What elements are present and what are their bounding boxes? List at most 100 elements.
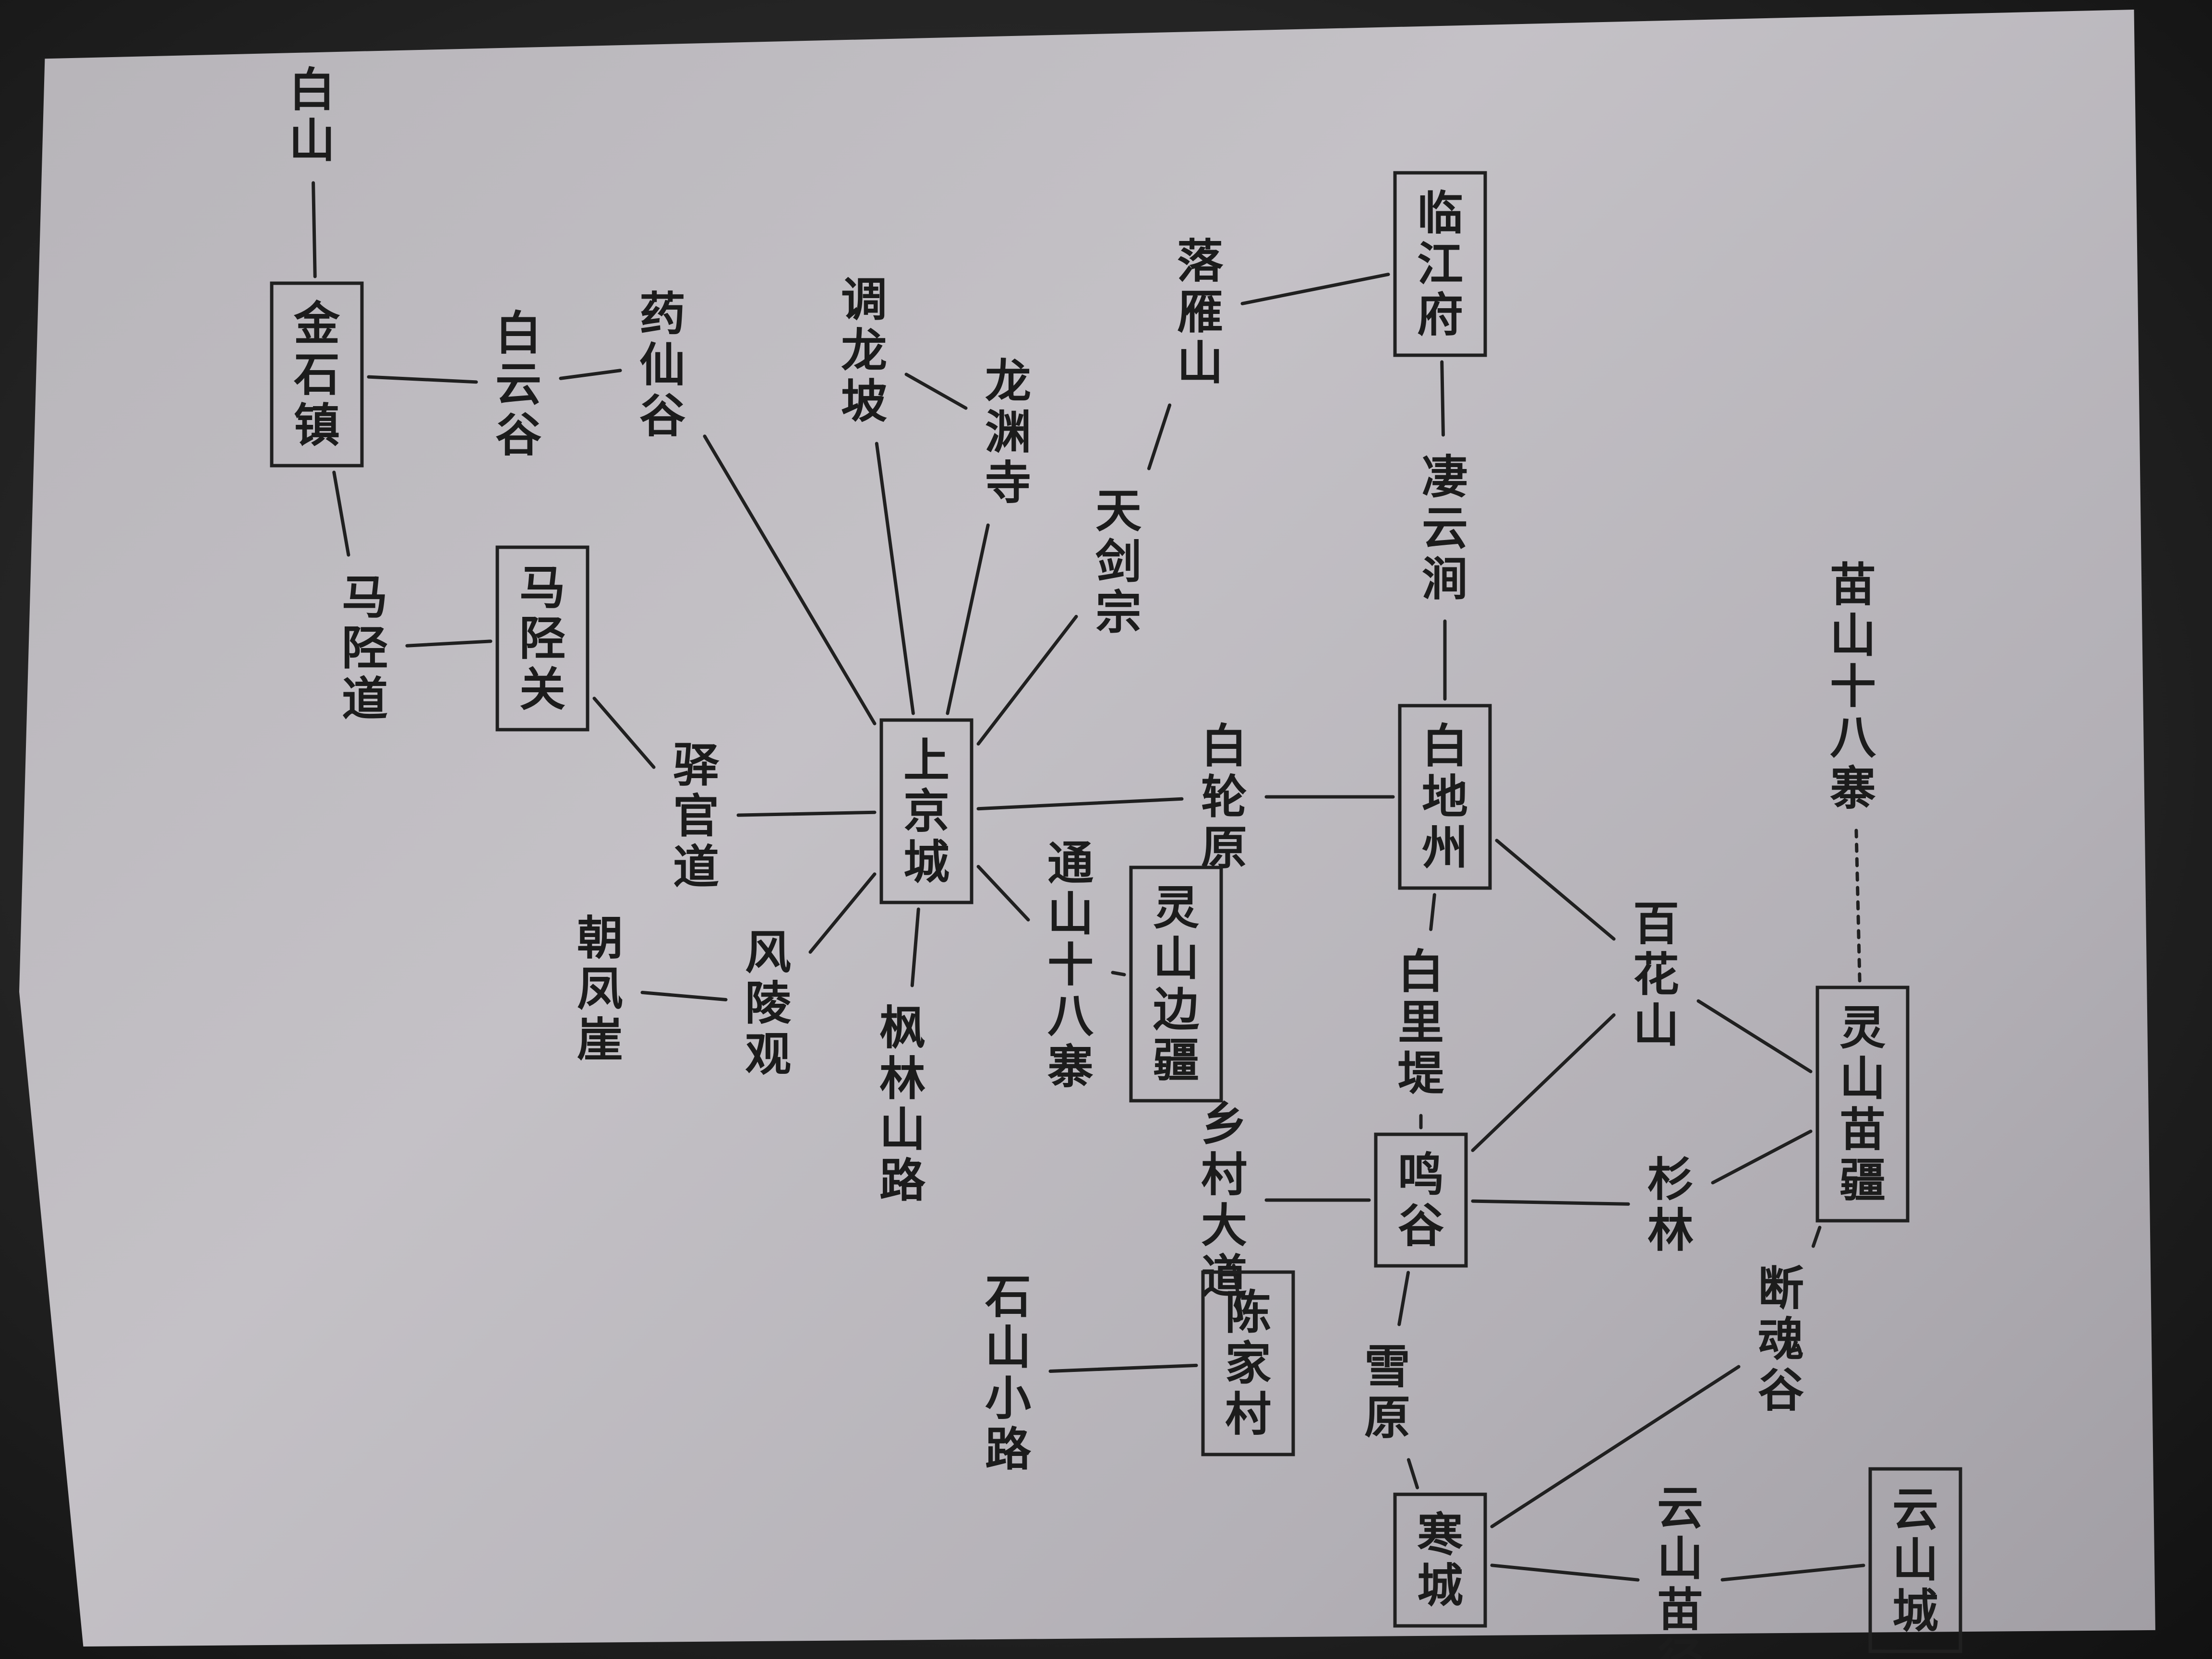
node-label-fenglinguan: 风陵观 bbox=[745, 926, 791, 1082]
node-lingshanmiaojiang: 灵山苗疆 bbox=[1815, 986, 1910, 1223]
edge-baiyungu-yaoxiangu bbox=[559, 369, 622, 380]
node-duanhungu: 断魂谷 bbox=[1758, 1262, 1804, 1418]
edge-baihuashan-lingshanmiaojiang bbox=[1696, 999, 1813, 1073]
node-baishan: 白山 bbox=[289, 63, 335, 168]
paper-sheet bbox=[19, 10, 2155, 1647]
edge-chenjiacun-shishanxiaolu bbox=[1048, 1363, 1198, 1373]
nodes-layer: 金石镇 白山白云谷 药仙谷马陉道 马陉关驿官道 上京城 调龙坡龙渊寺天剑宗 落雁山 临江府凄云… bbox=[270, 63, 1962, 1659]
node-label-duanhungu: 断魂谷 bbox=[1758, 1262, 1804, 1418]
edge-yaoxiangu-shangjingcheng bbox=[703, 434, 877, 725]
node-shanlin: 杉林 bbox=[1647, 1153, 1694, 1258]
edge-shangjingcheng-tianjianzong bbox=[976, 614, 1078, 746]
node-label-minggu: 鸣谷 bbox=[1398, 1148, 1444, 1253]
node-label-baiyindi: 白里堤 bbox=[1398, 945, 1444, 1101]
node-longyuansi: 龙渊寺 bbox=[985, 355, 1031, 510]
node-box-minggu bbox=[1374, 1132, 1468, 1268]
node-majingguan: 马陉关 bbox=[495, 545, 589, 732]
edge-shangjingcheng-fenglinshanlu bbox=[910, 907, 920, 987]
node-fenglinguan: 风陵观 bbox=[745, 926, 791, 1082]
edge-duanhungu-hancheng bbox=[1490, 1365, 1741, 1528]
node-label-yiguandao: 驿官道 bbox=[673, 739, 720, 894]
node-box-shangjingcheng bbox=[879, 718, 974, 904]
edge-minggu-xueyuan bbox=[1397, 1271, 1410, 1326]
node-qiaoyunjian: 凄云涧 bbox=[1422, 451, 1468, 606]
edge-lingshanmiaojiang-fengshan18zhai bbox=[1854, 829, 1862, 983]
node-linjiangfu: 临江府 bbox=[1393, 171, 1487, 357]
node-label-fengshan18zhai: 苗山十八寨 bbox=[1830, 558, 1876, 816]
node-fenglinshanlu: 枫林山路 bbox=[879, 1001, 926, 1208]
node-tiaolongpo: 调龙坡 bbox=[841, 273, 887, 429]
node-label-chenjiacun: 陈家村 bbox=[1225, 1286, 1271, 1442]
edge-shangjingcheng-tiaolongpo bbox=[875, 442, 915, 715]
edge-baihuashan-minggu bbox=[1471, 1013, 1616, 1152]
node-box-linjiangfu bbox=[1393, 171, 1487, 357]
node-label-xueyuan: 雪原 bbox=[1364, 1340, 1410, 1445]
edge-tiaolongpo-longyuansi bbox=[904, 373, 968, 410]
node-label-tongshan18zhai: 通山十八寨 bbox=[1047, 837, 1094, 1094]
node-label-shangjingcheng: 上京城 bbox=[903, 734, 950, 890]
edge-jinshizhen-baiyungu bbox=[367, 375, 478, 384]
node-bailunyuan: 白轮原 bbox=[1201, 720, 1247, 875]
node-label-baihuashan: 百花山 bbox=[1633, 897, 1679, 1053]
node-label-majingdao: 马陉道 bbox=[342, 571, 388, 726]
node-box-lingshanbianjiang bbox=[1129, 866, 1223, 1103]
node-yaoxiangu: 药仙谷 bbox=[639, 288, 685, 443]
node-tongshan18zhai: 通山十八寨 bbox=[1047, 837, 1094, 1094]
edge-shangjingcheng-longyuansi bbox=[946, 523, 990, 715]
edge-shanlin-lingshanmiaojiang bbox=[1711, 1130, 1813, 1185]
node-label-qiaoyunjian: 凄云涧 bbox=[1422, 451, 1468, 606]
edge-linjiangfu-qiaoyunjian bbox=[1440, 360, 1445, 437]
node-baihuashan: 百花山 bbox=[1633, 897, 1679, 1053]
edge-luoyanshan-linjiangfu bbox=[1240, 273, 1390, 305]
node-label-linjiangfu: 临江府 bbox=[1417, 187, 1463, 342]
node-label-lingshanbianjiang: 灵山边疆 bbox=[1153, 881, 1199, 1088]
node-label-chaofengya: 朝凤崖 bbox=[577, 912, 623, 1067]
node-box-chenjiacun bbox=[1201, 1270, 1295, 1456]
edge-tianjianzong-luoyanshan bbox=[1147, 403, 1172, 470]
node-luoyanshan: 落雁山 bbox=[1177, 235, 1224, 390]
node-label-yunshancheng: 云山城 bbox=[1892, 1483, 1938, 1638]
node-lingshanbianjiang: 灵山边疆 bbox=[1129, 866, 1223, 1103]
node-hancheng: 寒城 bbox=[1393, 1492, 1487, 1628]
edge-jinshizhen-majingdao bbox=[332, 470, 350, 557]
edge-shangjingcheng-tongshan18zhai bbox=[976, 865, 1030, 922]
node-yiguandao: 驿官道 bbox=[673, 739, 720, 894]
edge-majingdao-majingguan bbox=[405, 639, 493, 648]
node-jinshizhen: 金石镇 bbox=[270, 281, 364, 468]
node-shangjingcheng: 上京城 bbox=[879, 718, 974, 904]
edge-lingshanmiaojiang-duanhungu bbox=[1811, 1226, 1822, 1248]
node-yunshancheng: 云山城 bbox=[1868, 1467, 1962, 1653]
node-fengshan18zhai: 苗山十八寨 bbox=[1830, 558, 1876, 816]
edge-yunshanmiaojing-yunshancheng bbox=[1720, 1563, 1865, 1582]
edge-shangjingcheng-bailunyuan bbox=[976, 797, 1184, 811]
edge-hancheng-yunshanmiaojing bbox=[1490, 1563, 1640, 1582]
node-chenjiacun: 陈家村 bbox=[1201, 1270, 1295, 1456]
edge-xiangcundadao-chenjiacun bbox=[1232, 1263, 1243, 1321]
node-label-baishan: 白山 bbox=[289, 63, 335, 168]
edge-shangjingcheng-fenglinguan bbox=[808, 872, 877, 954]
node-xueyuan: 雪原 bbox=[1364, 1340, 1410, 1445]
edge-baizhou-baiyindi bbox=[1429, 893, 1436, 931]
node-baizhou: 白地州 bbox=[1398, 704, 1492, 890]
edges-layer bbox=[312, 181, 1865, 1582]
edge-jinshizhen-baishan bbox=[312, 181, 317, 278]
node-label-shishanxiaolu: 石山小路 bbox=[985, 1270, 1032, 1477]
node-label-jinshizhen: 金石镇 bbox=[293, 297, 340, 453]
node-box-yunshancheng bbox=[1868, 1467, 1962, 1653]
node-label-baiyungu: 白云谷 bbox=[495, 307, 541, 462]
node-label-tianjianzong: 天剑宗 bbox=[1095, 484, 1142, 640]
edge-minggu-shanlin bbox=[1471, 1199, 1630, 1206]
node-label-luoyanshan: 落雁山 bbox=[1177, 235, 1224, 390]
node-label-lingshanmiaojiang: 灵山苗疆 bbox=[1839, 1001, 1886, 1208]
node-baiyindi: 白里堤 bbox=[1398, 945, 1444, 1101]
node-tianjianzong: 天剑宗 bbox=[1095, 484, 1142, 640]
node-majingdao: 马陉道 bbox=[342, 571, 388, 726]
node-baiyungu: 白云谷 bbox=[495, 307, 541, 462]
node-box-baizhou bbox=[1398, 704, 1492, 890]
node-label-xiangcundadao: 乡村大道 bbox=[1201, 1097, 1247, 1304]
edge-yiguandao-shangjingcheng bbox=[736, 810, 877, 817]
node-label-baizhou: 白地州 bbox=[1422, 720, 1468, 875]
node-label-longyuansi: 龙渊寺 bbox=[985, 355, 1031, 510]
node-box-jinshizhen bbox=[270, 281, 364, 468]
